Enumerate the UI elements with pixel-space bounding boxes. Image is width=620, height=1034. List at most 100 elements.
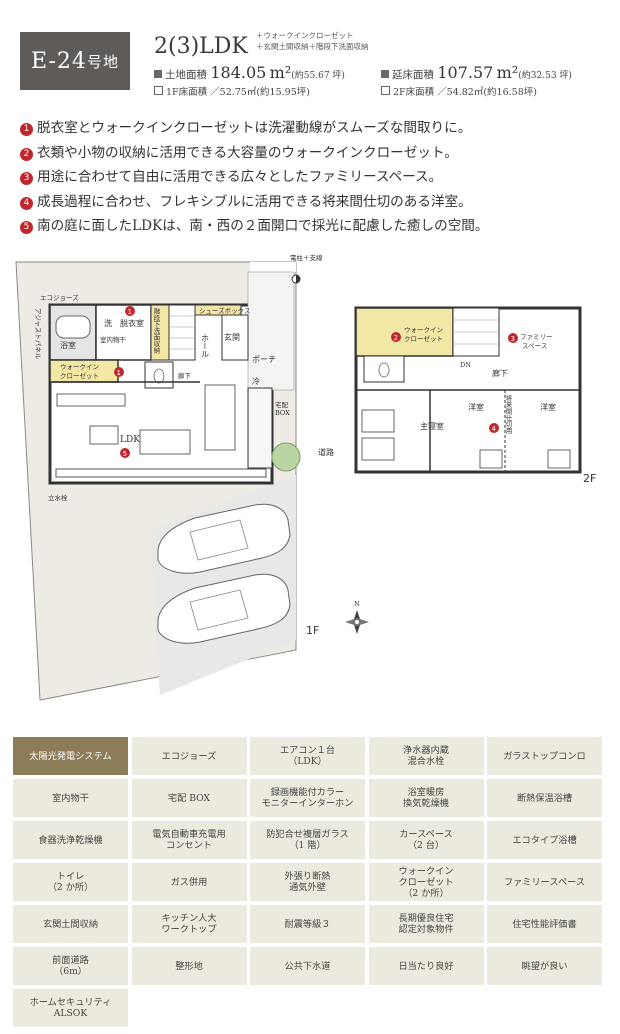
bath-label: 浴室 — [60, 340, 76, 350]
feature-number-badge: 3 — [20, 172, 33, 185]
feature-text: 用途に合わせて自由に活用できる広々としたファミリースペース。 — [37, 169, 443, 185]
delivery-box-label: 宅配 — [275, 400, 289, 409]
dressing-room — [95, 304, 152, 361]
plan-notes: ＋ウォークインクローゼット ＋玄関土間収納＋階段下洗面収納 — [256, 30, 369, 52]
feature-badge-number: 1 — [128, 308, 132, 316]
amenity-cell: 断熱保温浴槽 — [487, 779, 602, 817]
feature-text: 脱衣室とウォークインクローゼットは洗濯動線がスムーズな間取りに。 — [37, 120, 472, 136]
second-floor-label: 2F — [583, 472, 596, 485]
amenity-cell: 食器洗浄乾燥機 — [13, 821, 128, 859]
amenity-cell: ファミリースペース — [487, 863, 602, 901]
shoes-box — [194, 304, 242, 316]
feature-badge-number: 2 — [394, 334, 398, 342]
bed-icon — [361, 409, 395, 433]
utility-pole-label: 電柱＋支線 — [290, 253, 323, 262]
amenity-cell: ホームセキュリティ ALSOK — [13, 989, 128, 1027]
amenity-cell: 日当たり良好 — [368, 947, 484, 985]
delivery-box-label: BOX — [275, 409, 290, 417]
feature-number-badge: 4 — [20, 196, 33, 210]
feature-item: 1 脱衣室とウォークインクローゼットは洗濯動線がスムーズな間取りに。 — [20, 116, 489, 141]
floor-area-unit: m² — [496, 63, 519, 82]
feature-text: 成長過程に合わせ、フレキシブルに活用できる将来間仕切のある洋室。 — [37, 193, 472, 210]
amenity-cell: 長期優良住宅 認定対象物件 — [368, 905, 484, 943]
bed-icon — [361, 437, 395, 461]
amenity-cell: 電気自動車充電用 コンセント — [131, 821, 247, 859]
first-floor-area: 1F床面積 ／52.75㎡(約15.95坪) — [154, 84, 310, 98]
lot-notch — [250, 262, 296, 272]
aircon-panel-label: アジャストパネル — [34, 308, 42, 360]
under-stair-storage-label: 階段下洗面収納 — [152, 307, 160, 355]
first-floor-area-text: 1F床面積 ／52.75㎡(約15.95坪) — [166, 87, 310, 98]
master-bedroom-label: 主寝室 — [420, 421, 444, 431]
amenity-cell: エコタイプ浴槽 — [487, 821, 602, 859]
wash-label: 洗 — [104, 318, 112, 328]
second-floor-area-text: 2F床面積 ／54.82㎡(約16.58坪) — [393, 87, 537, 98]
amenity-cell: 外張り断熱 通気外壁 — [250, 863, 365, 901]
amenity-cell: ガラストップコンロ — [487, 737, 602, 775]
kitchen-counter — [204, 384, 236, 451]
shoes-box-label: シューズボックス — [199, 306, 250, 315]
feature-badge — [125, 306, 135, 316]
plan-note: ＋ウォークインクローゼット — [256, 31, 354, 40]
feature-badge-number: 4 — [492, 425, 497, 433]
faucet-label: 立水栓 — [48, 493, 68, 502]
feature-badge-number: 3 — [511, 335, 515, 343]
feature-item: 3 用途に合わせて自由に活用できる広々としたファミリースペース。 — [20, 165, 489, 190]
feature-badge — [120, 448, 130, 458]
feature-badge — [489, 423, 499, 433]
amenity-cell: 浄水器内蔵 混合水栓 — [368, 737, 484, 775]
entrance-paving — [247, 271, 295, 391]
floor-plan-svg: 電柱＋支線 エコジョーズ アジャストパネル 洗 脱衣室 室内物干 浴室 階段下洗… — [15, 253, 596, 701]
ldk-label: LDK — [120, 435, 140, 445]
wic-2f-label: クローゼット — [404, 334, 443, 343]
filled-square-icon — [381, 70, 389, 78]
ecojoz-label: エコジョーズ — [40, 293, 79, 302]
amenity-cell: 住宅性能評価書 — [487, 905, 602, 943]
north-label: N — [354, 600, 360, 608]
sofa-icon — [56, 393, 126, 407]
empty-square-icon — [154, 86, 163, 95]
future-partition-label: 将来間仕切用 — [504, 394, 512, 436]
feature-item: 4 成長過程に合わせ、フレキシブルに活用できる将来間仕切のある洋室。 — [20, 190, 489, 215]
bathtub-icon — [55, 315, 91, 339]
walk-in-closet-2f — [355, 307, 454, 357]
land-area-label: 土地面積 — [165, 69, 207, 81]
road-label: 道路 — [318, 447, 334, 457]
empty-square-icon — [381, 86, 390, 95]
corridor-1f-label: 廊下 — [178, 371, 192, 380]
western-room-label: 洋室 — [540, 402, 556, 412]
amenity-cell: エコジョーズ — [131, 737, 247, 775]
feature-text: 南の庭に面したLDKは、南・西の２面開口で採光に配慮した癒しの空間。 — [37, 218, 489, 234]
lot-number: E-24 — [31, 48, 87, 74]
western-room-label: 洋室 — [468, 402, 484, 412]
entrance-label: 玄関 — [224, 332, 240, 342]
fridge-label: 冷 — [252, 376, 260, 386]
amenity-cell: 公共下水道 — [250, 947, 365, 985]
entrance — [221, 314, 249, 361]
family-space-label: ファミリー — [520, 333, 553, 341]
feature-number-badge: 1 — [20, 123, 33, 136]
amenity-cell: エアコン１台 （LDK） — [250, 737, 365, 775]
first-floor-label: 1F — [306, 624, 319, 637]
land-area-unit: m² — [269, 63, 292, 82]
amenity-cell: 眺望が良い — [487, 947, 602, 985]
tree-icon — [271, 442, 301, 472]
family-space-label: スペース — [522, 342, 547, 350]
feature-badge-number: 1 — [117, 369, 121, 377]
corridor-2f-label: 廊下 — [492, 368, 508, 378]
feature-badge — [391, 332, 401, 342]
kitchen-storage — [247, 387, 273, 469]
amenity-cell: 防犯合せ複層ガラス （1 階） — [250, 821, 365, 859]
amenity-cell: ガス併用 — [131, 863, 247, 901]
toilet-icon — [153, 368, 165, 384]
dining-table-icon — [139, 429, 191, 455]
stairs — [168, 304, 196, 361]
feature-badge — [114, 367, 124, 377]
wic-1f-label: ウォークイン — [60, 363, 99, 371]
down-label: DN — [460, 361, 471, 369]
amenity-cell: トイレ （2 か所） — [13, 863, 128, 901]
